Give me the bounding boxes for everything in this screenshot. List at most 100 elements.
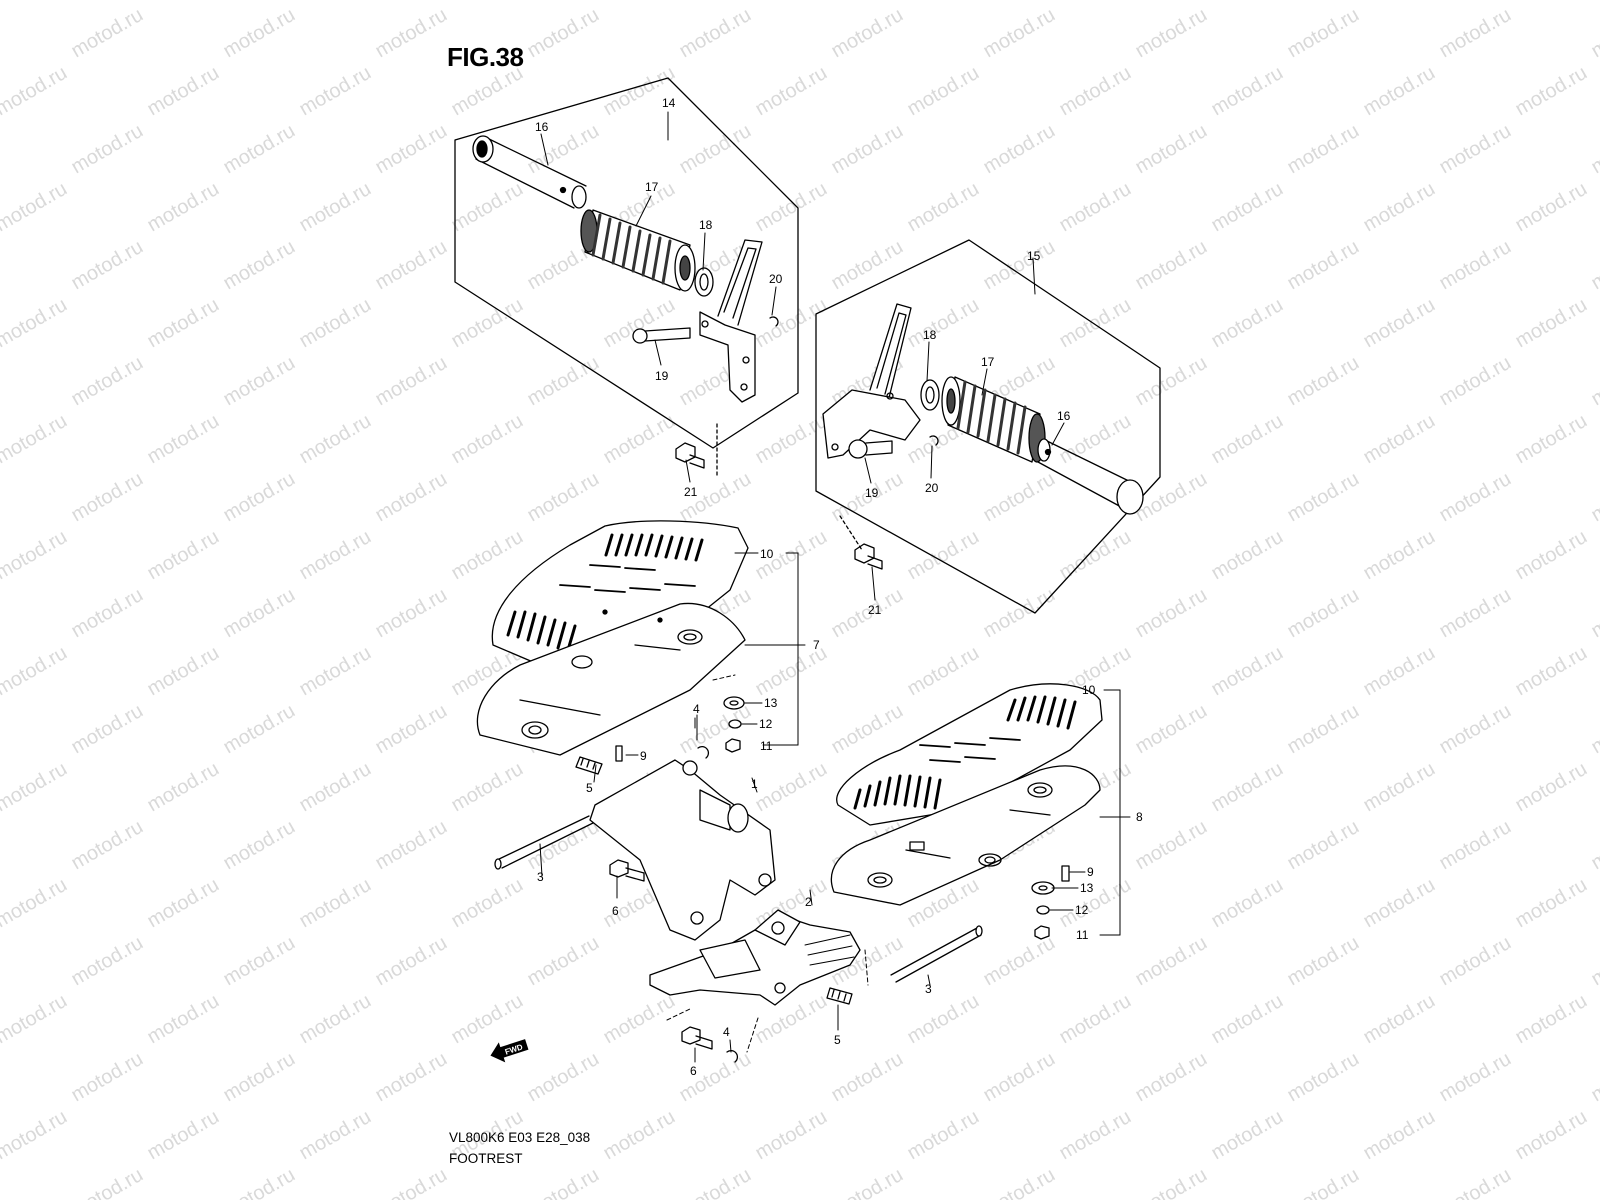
watermark-text: motod.ru [752, 294, 831, 353]
watermark-text: motod.ru [1208, 758, 1287, 817]
watermark-text: motod.ru [372, 1164, 451, 1200]
washer-right [920, 379, 940, 411]
watermark-text: motod.ru [448, 178, 527, 237]
watermark-text: motod.ru [980, 120, 1059, 179]
watermark-text: motod.ru [980, 236, 1059, 295]
watermark-text: motod.ru [1132, 1048, 1211, 1107]
callout: 19 [655, 369, 669, 383]
watermark-text: motod.ru [1056, 1106, 1135, 1165]
watermark-text: motod.ru [0, 758, 71, 817]
watermark-text: motod.ru [0, 526, 71, 585]
watermark-text: motod.ru [600, 990, 679, 1049]
bolt-right [839, 515, 883, 570]
watermark-text: motod.ru [0, 62, 71, 121]
watermark-text: motod.ru [1436, 700, 1515, 759]
callout: 13 [1080, 881, 1094, 895]
floorboard-base-right [830, 765, 1101, 906]
diagram-name: FOOTREST [449, 1151, 523, 1166]
bolt-left [675, 423, 718, 477]
watermark-text: motod.ru [904, 642, 983, 701]
watermark-text: motod.ru [68, 700, 147, 759]
watermark-text: motod.ru [1360, 294, 1439, 353]
watermark-text: motod.ru [1588, 816, 1600, 875]
callout: 4 [723, 1025, 730, 1039]
watermark-text: motod.ru [296, 0, 375, 4]
watermark-text: motod.ru [144, 758, 223, 817]
watermark-text: motod.ru [0, 874, 71, 933]
watermark-text: motod.ru [220, 816, 299, 875]
bolt-9-left [615, 745, 623, 762]
watermark-text: motod.ru [524, 1164, 603, 1200]
watermark-text: motod.ru [1360, 874, 1439, 933]
watermark-text: motod.ru [1512, 0, 1591, 4]
watermark-text: motod.ru [1588, 236, 1600, 295]
watermark-text: motod.ru [144, 62, 223, 121]
watermark-text: motod.ru [296, 990, 375, 1049]
watermark-text: motod.ru [752, 990, 831, 1049]
watermark-text: motod.ru [676, 700, 755, 759]
watermark-text: motod.ru [980, 1048, 1059, 1107]
watermark-text: motod.ru [1360, 410, 1439, 469]
watermark-text: motod.ru [1056, 178, 1135, 237]
callout: 6 [690, 1064, 697, 1078]
peg-shaft-left [472, 135, 587, 209]
callout: 1 [751, 777, 758, 791]
watermark-text: motod.ru [0, 178, 71, 237]
watermark-text: motod.ru [1284, 120, 1363, 179]
watermark-text: motod.ru [1512, 526, 1591, 585]
watermark-text: motod.ru [1436, 468, 1515, 527]
watermark-text: motod.ru [296, 410, 375, 469]
callout: 18 [923, 328, 937, 342]
watermark-text: motod.ru [448, 410, 527, 469]
watermark-text: motod.ru [68, 932, 147, 991]
watermark-text: motod.ru [1588, 700, 1600, 759]
watermark-text: motod.ru [1436, 4, 1515, 63]
watermark-text: motod.ru [1132, 584, 1211, 643]
pin-right [848, 439, 893, 459]
callout: 12 [759, 717, 773, 731]
callout: 20 [925, 481, 939, 495]
watermark-text: motod.ru [448, 526, 527, 585]
callout: 19 [865, 486, 879, 500]
watermark-text: motod.ru [676, 1048, 755, 1107]
watermark-text: motod.ru [828, 1048, 907, 1107]
watermark-text: motod.ru [1360, 758, 1439, 817]
watermark-text: motod.ru [296, 526, 375, 585]
watermark-text: motod.ru [1512, 410, 1591, 469]
callout: 17 [981, 355, 995, 369]
watermark-text: motod.ru [1284, 236, 1363, 295]
watermark-text: motod.ru [1284, 352, 1363, 411]
watermark-text: motod.ru [1588, 4, 1600, 63]
watermark-text: motod.ru [904, 990, 983, 1049]
watermark-text: motod.ru [1436, 932, 1515, 991]
clip-4-left [697, 745, 710, 759]
watermark-text: motod.ru [980, 4, 1059, 63]
watermark-text: motod.ru [1284, 816, 1363, 875]
watermark-text: motod.ru [372, 932, 451, 991]
callout: 20 [769, 272, 783, 286]
watermark-text: motod.ru [144, 990, 223, 1049]
callout: 4 [693, 702, 700, 716]
watermark-text: motod.ru [1132, 4, 1211, 63]
watermark-text: motod.ru [1360, 990, 1439, 1049]
watermark-text: motod.ru [1512, 1106, 1591, 1165]
watermark-text: motod.ru [1360, 62, 1439, 121]
watermark-text: motod.ru [1132, 236, 1211, 295]
watermark-text: motod.ru [1208, 62, 1287, 121]
callout: 5 [834, 1033, 841, 1047]
watermark-text: motod.ru [144, 1106, 223, 1165]
bolt-6-left [609, 859, 645, 882]
watermark-text: motod.ru [1132, 816, 1211, 875]
callout: 9 [1087, 865, 1094, 879]
watermark-text: motod.ru [1436, 236, 1515, 295]
watermark-text: motod.ru [1360, 0, 1439, 4]
watermark-text: motod.ru [904, 0, 983, 4]
screw-5-right [826, 987, 853, 1005]
callout: 3 [925, 982, 932, 996]
footrest-assembly-right-box [815, 239, 1161, 614]
watermark-text: motod.ru [372, 120, 451, 179]
watermark-text: motod.ru [68, 468, 147, 527]
callout: 17 [645, 180, 659, 194]
callout: 2 [805, 895, 812, 909]
peg-rubber-right [941, 376, 1046, 463]
